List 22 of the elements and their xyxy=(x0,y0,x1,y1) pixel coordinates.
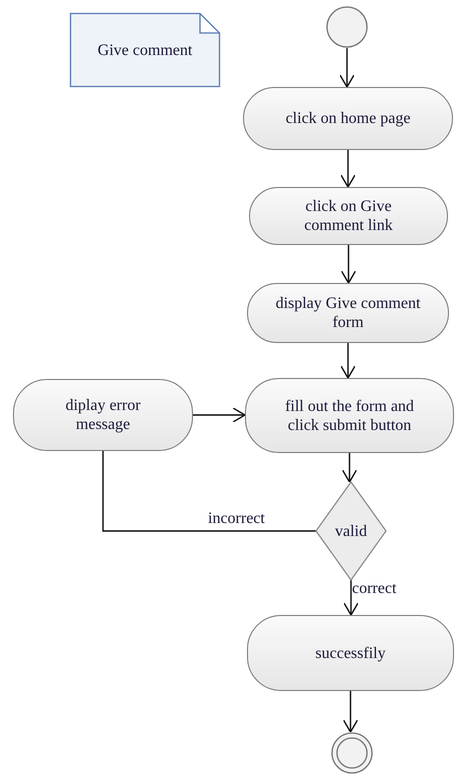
node-label: successfily xyxy=(315,644,386,662)
arrow xyxy=(340,343,356,379)
arrow xyxy=(343,580,359,616)
node-label: fill out the form and click submit button xyxy=(284,396,415,434)
connector-line xyxy=(102,451,316,532)
arrow xyxy=(342,453,358,483)
arrow xyxy=(193,407,246,423)
arrow xyxy=(342,691,358,733)
node-label: click on home page xyxy=(286,109,410,128)
node-label: display Give comment form xyxy=(274,294,422,332)
arrow xyxy=(339,48,355,88)
node-label: Give comment xyxy=(98,40,192,60)
node-label: click on Give comment link xyxy=(303,197,394,235)
node-label: diplay error message xyxy=(64,396,142,434)
note xyxy=(70,13,220,87)
end-node xyxy=(331,732,373,774)
decision-diamond xyxy=(316,482,386,580)
action-box xyxy=(247,615,454,691)
start-node xyxy=(326,6,368,48)
node-label: valid xyxy=(335,522,367,540)
arrow xyxy=(340,150,356,188)
arrow xyxy=(340,245,356,284)
